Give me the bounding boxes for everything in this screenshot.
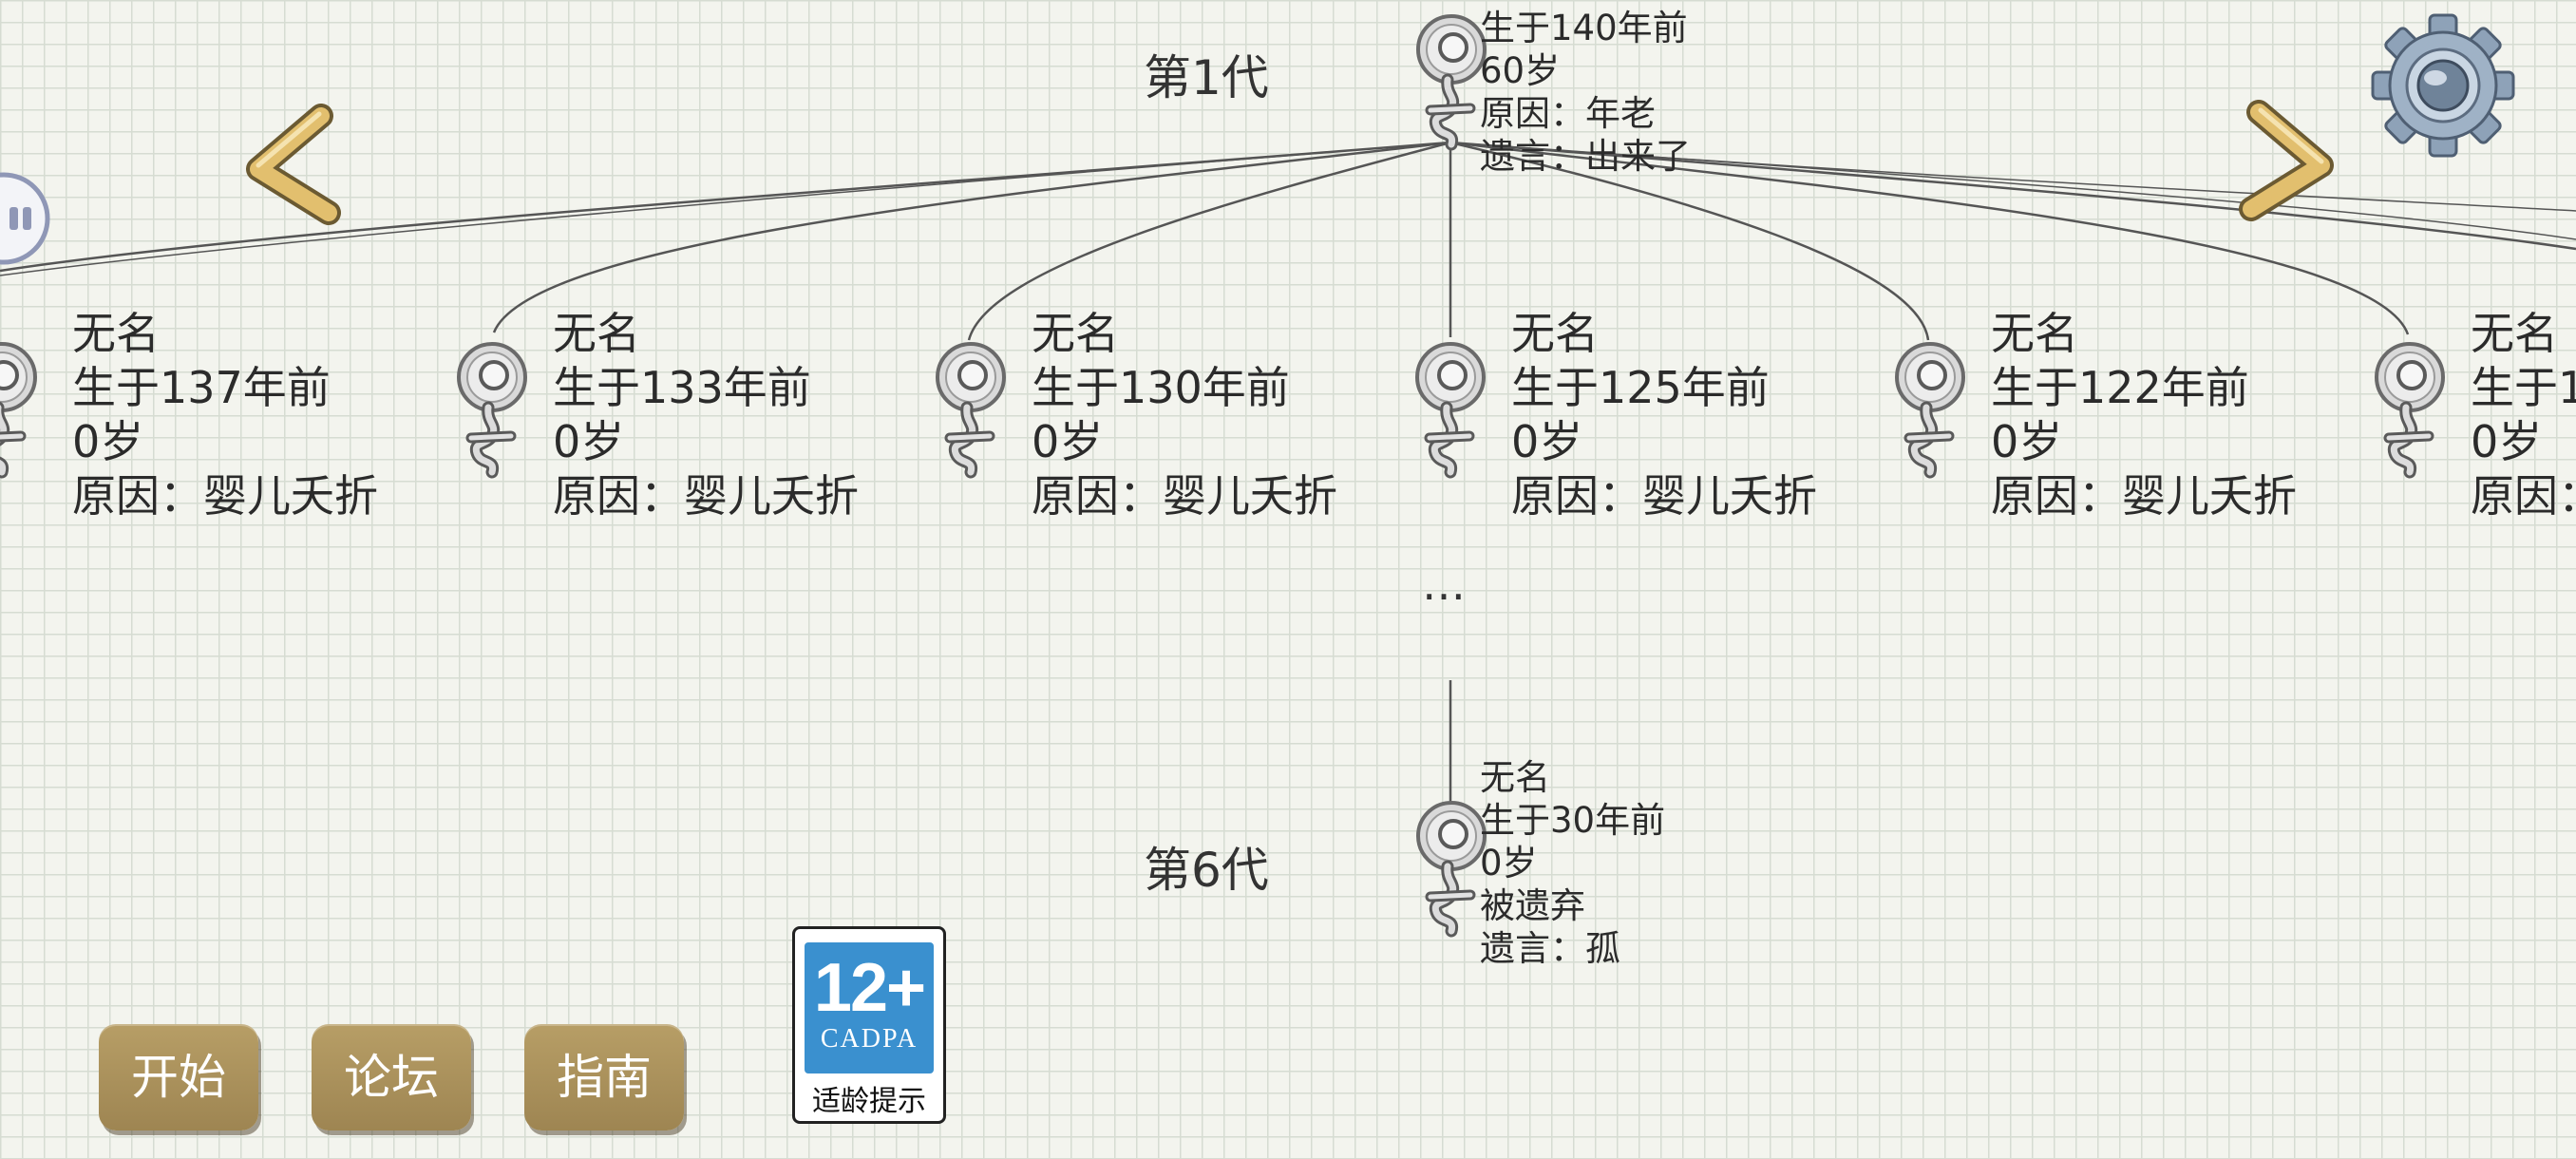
age-line: 0岁	[1480, 843, 1538, 884]
pause-icon[interactable]	[0, 169, 53, 268]
age-rating-value: 12+	[813, 950, 926, 1026]
person-info: 生于140年前 60岁 原因：年老 遗言：出来了	[1480, 7, 1691, 178]
female-symbol-icon	[933, 337, 1009, 480]
cause-line: 原因：年老	[1480, 93, 1656, 134]
ellipsis: …	[1422, 559, 1469, 610]
cause-line: 原因：婴儿夭折	[72, 470, 378, 522]
birth-line: 生于133年前	[553, 362, 811, 413]
forum-button[interactable]: 论坛	[312, 1024, 471, 1130]
gear-icon[interactable]	[2369, 11, 2517, 160]
last-words-line: 遗言：出来了	[1480, 136, 1691, 177]
person-info: 无名 生于30年前 0岁 被遗弃 遗言：孤	[1480, 756, 1665, 970]
age-rating-badge[interactable]: 12+ CADPA 适龄提示	[792, 926, 946, 1124]
cause-line: 原因：	[2471, 470, 2576, 522]
name-line: 无名	[553, 308, 640, 359]
last-words-line: 遗言：孤	[1480, 928, 1620, 969]
cause-line: 原因：婴儿夭折	[553, 470, 859, 522]
birth-line: 生于125年前	[1511, 362, 1770, 413]
birth-line: 生于122年前	[1991, 362, 2249, 413]
person-info: 无名 生于1 0岁 原因：	[2471, 307, 2576, 523]
age-line: 0岁	[72, 416, 144, 467]
age-line: 0岁	[1991, 416, 2063, 467]
birth-line: 生于130年前	[1032, 362, 1290, 413]
female-symbol-icon	[454, 337, 530, 480]
name-line: 无名	[2471, 308, 2558, 359]
generation-label-6: 第6代	[1144, 843, 1269, 898]
person-info: 无名 生于137年前 0岁 原因：婴儿夭折	[72, 307, 378, 523]
name-line: 无名	[72, 308, 160, 359]
person-info: 无名 生于133年前 0岁 原因：婴儿夭折	[553, 307, 859, 523]
person-info: 无名 生于130年前 0岁 原因：婴儿夭折	[1032, 307, 1337, 523]
birth-line: 生于1	[2471, 362, 2576, 413]
cause-line: 原因：婴儿夭折	[1991, 470, 2297, 522]
name-line: 无名	[1032, 308, 1119, 359]
name-line: 无名	[1511, 308, 1599, 359]
age-line: 0岁	[2471, 416, 2543, 467]
chevron-right-icon[interactable]	[2238, 99, 2342, 222]
person-info: 无名 生于122年前 0岁 原因：婴儿夭折	[1991, 307, 2297, 523]
cause-line: 被遗弃	[1480, 885, 1585, 926]
person-info: 无名 生于125年前 0岁 原因：婴儿夭折	[1511, 307, 1817, 523]
female-symbol-icon	[0, 337, 40, 480]
female-symbol-icon	[1412, 337, 1488, 480]
age-line: 60岁	[1480, 50, 1561, 91]
birth-line: 生于137年前	[72, 362, 331, 413]
start-button[interactable]: 开始	[99, 1024, 258, 1130]
age-rating-org: CADPA	[820, 1024, 919, 1054]
guide-button[interactable]: 指南	[524, 1024, 684, 1130]
age-rating-panel: 12+ CADPA	[805, 942, 934, 1074]
cause-line: 原因：婴儿夭折	[1032, 470, 1337, 522]
cause-line: 原因：婴儿夭折	[1511, 470, 1817, 522]
age-rating-tip: 适龄提示	[812, 1085, 926, 1118]
name-line: 无名	[1480, 757, 1550, 798]
chevron-left-icon[interactable]	[237, 103, 342, 226]
age-line: 0岁	[553, 416, 625, 467]
female-symbol-icon	[2372, 337, 2448, 480]
generation-label-1: 第1代	[1144, 50, 1269, 105]
female-symbol-icon	[1413, 10, 1489, 152]
age-line: 0岁	[1511, 416, 1583, 467]
age-line: 0岁	[1032, 416, 1104, 467]
birth-line: 生于30年前	[1480, 800, 1666, 841]
name-line: 无名	[1991, 308, 2078, 359]
female-symbol-icon	[1892, 337, 1968, 480]
birth-line: 生于140年前	[1480, 8, 1688, 48]
female-symbol-icon	[1413, 796, 1489, 939]
